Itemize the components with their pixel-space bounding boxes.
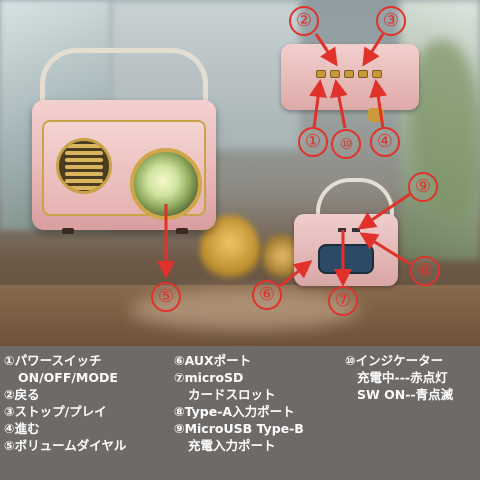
callout-9: ⑨ xyxy=(408,172,438,202)
indicator-light xyxy=(330,70,340,78)
callout-3: ③ xyxy=(376,6,406,36)
parts-legend: ①パワースイッチ ON/OFF/MODE ②戻る ③ストップ/プレイ ④進む ⑤… xyxy=(0,346,480,480)
sd-card-slot[interactable] xyxy=(338,228,346,232)
legend-column-2: ⑥AUXポート ⑦microSD カードスロット ⑧Type-A入力ポート ⑨M… xyxy=(174,352,344,454)
background-table xyxy=(0,285,480,346)
legend-column-3: ⑩インジケーター 充電中---赤点灯 SW ON--青点滅 xyxy=(345,352,479,403)
legend-item-power-switch: ①パワースイッチ xyxy=(4,353,102,368)
product-photo: ⑤ ② ③ ① ⑩ ④ ⑨ ⑧ ⑦ ⑥ xyxy=(0,0,480,346)
callout-4: ④ xyxy=(370,127,400,157)
callout-1: ① xyxy=(298,127,328,157)
legend-item-card-slot: カードスロット xyxy=(188,387,276,402)
legend-item-charging-status: 充電中---赤点灯 xyxy=(357,370,448,385)
legend-item-back: ②戻る xyxy=(4,387,40,402)
legend-item-charge-port: 充電入力ポート xyxy=(188,438,276,453)
callout-5: ⑤ xyxy=(151,282,181,312)
legend-item-aux-port: ⑥AUXポート xyxy=(174,353,252,368)
top-knob xyxy=(368,108,384,122)
legend-item-microusb: ⑨MicroUSB Type-B xyxy=(174,421,304,436)
speaker-handle xyxy=(40,48,208,118)
legend-column-1: ①パワースイッチ ON/OFF/MODE ②戻る ③ストップ/プレイ ④進む ⑤… xyxy=(4,352,170,454)
legend-item-power-switch-modes: ON/OFF/MODE xyxy=(18,370,118,385)
usb-a-port[interactable] xyxy=(352,228,360,232)
back-panel xyxy=(318,244,374,274)
play-stop-button[interactable] xyxy=(358,70,368,78)
volume-dial[interactable] xyxy=(130,148,202,220)
speaker-foot xyxy=(62,228,74,234)
legend-item-stop-play: ③ストップ/プレイ xyxy=(4,404,107,419)
legend-item-indicator: ⑩インジケーター xyxy=(345,353,444,368)
legend-item-type-a-port: ⑧Type-A入力ポート xyxy=(174,404,295,419)
callout-7: ⑦ xyxy=(328,286,358,316)
speaker-grille xyxy=(56,138,112,194)
speaker-foot xyxy=(176,228,188,234)
legend-item-forward: ④進む xyxy=(4,421,40,436)
legend-item-sw-on-status: SW ON--青点滅 xyxy=(357,387,454,402)
callout-2: ② xyxy=(289,6,319,36)
back-button[interactable] xyxy=(344,70,354,78)
legend-item-microsd: ⑦microSD xyxy=(174,370,244,385)
callout-6: ⑥ xyxy=(252,280,282,310)
callout-10: ⑩ xyxy=(331,129,361,159)
power-switch[interactable] xyxy=(316,70,326,78)
callout-8: ⑧ xyxy=(410,256,440,286)
legend-item-volume-dial: ⑤ボリュームダイヤル xyxy=(4,438,127,453)
forward-button[interactable] xyxy=(372,70,382,78)
